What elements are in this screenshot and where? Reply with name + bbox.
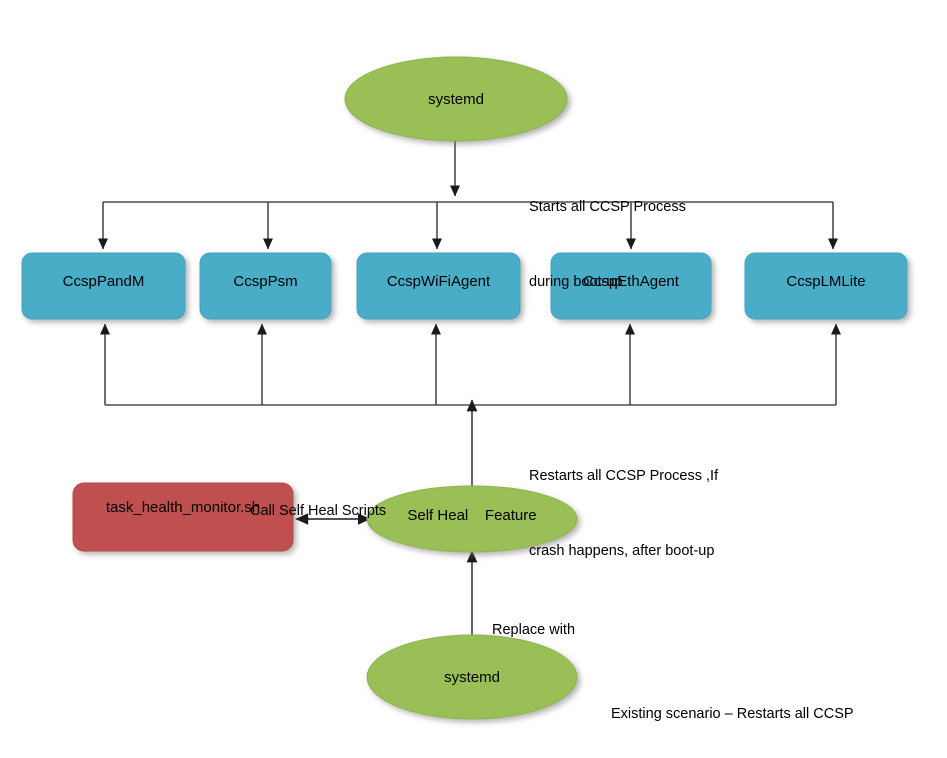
annotation-starts: Starts all CCSP Process during boot-up	[529, 145, 686, 345]
node-self-heal-feature[interactable]	[366, 485, 578, 553]
annotation-restarts-line2: crash happens, after boot-up	[529, 543, 715, 559]
node-ccspethagent[interactable]	[550, 252, 712, 320]
annotation-call-scripts-line1: Call Self Heal Scripts	[250, 503, 387, 519]
annotation-existing-scenario: Existing scenario – Restarts all CCSP Pr…	[611, 652, 868, 758]
annotation-existing-line1: Existing scenario – Restarts all CCSP	[611, 706, 854, 722]
annotation-starts-line2: during boot-up	[529, 274, 623, 290]
annotation-restarts-line1: Restarts all CCSP Process ,If	[529, 468, 719, 484]
node-ccsppsm[interactable]	[199, 252, 332, 320]
annotation-call-self-heal-scripts: Call Self Heal Scripts	[250, 449, 386, 574]
node-task-health-monitor[interactable]	[72, 482, 294, 552]
node-ccsplmlite[interactable]	[744, 252, 908, 320]
annotation-replace-with-line1: Replace with	[492, 622, 576, 638]
annotation-replace-with: Replace with	[492, 568, 575, 693]
annotation-restarts: Restarts all CCSP Process ,If crash happ…	[529, 414, 718, 614]
node-systemd-top[interactable]	[344, 56, 568, 142]
node-systemd-bottom[interactable]	[366, 634, 578, 720]
annotation-starts-line1: Starts all CCSP Process	[529, 199, 686, 215]
node-ccspwifiagent[interactable]	[356, 252, 521, 320]
node-ccsppandm[interactable]	[21, 252, 186, 320]
